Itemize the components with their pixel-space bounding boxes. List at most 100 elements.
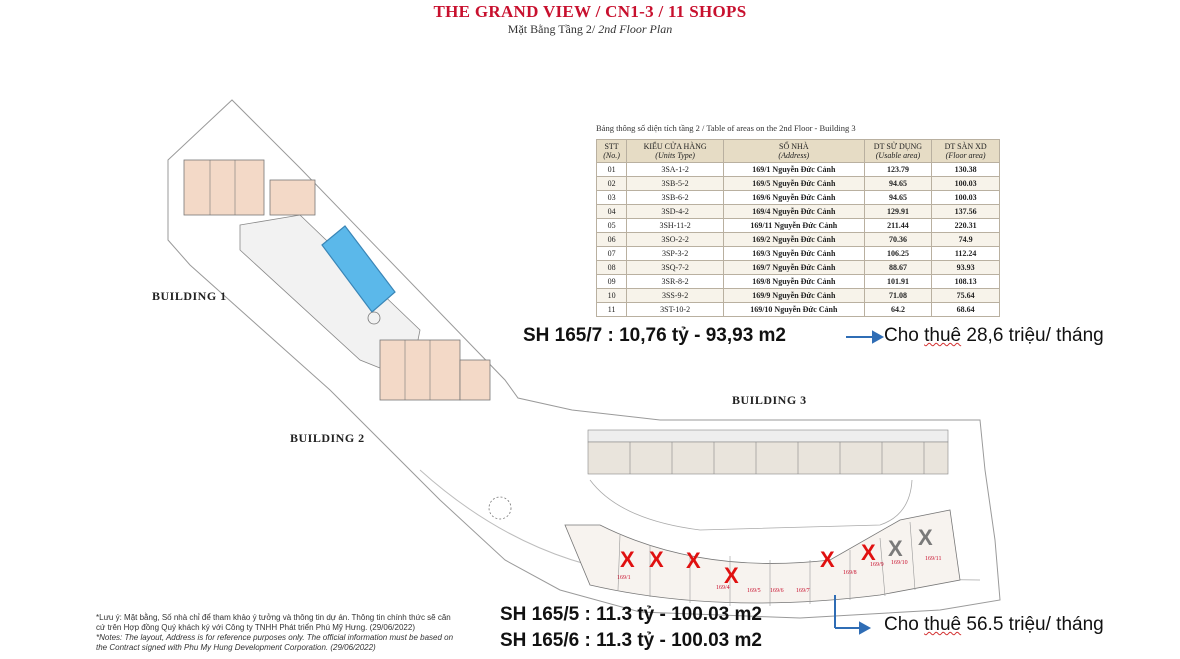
cell-usable: 123.79 [863,162,933,177]
sold-mark: X [620,547,635,572]
col-type: KIỂU CỬA HÀNG(Units Type) [626,139,725,163]
cell-floor: 74.9 [931,232,1000,247]
rent-note-28-6: Cho thuê 28,6 triệu/ tháng [884,325,1104,346]
cell-floor: 137.56 [931,204,1000,219]
cell-address: 169/6 Nguyễn Đức Cảnh [723,190,865,205]
roundabout [488,496,512,520]
cell-no: 06 [595,232,628,247]
cell-address: 169/2 Nguyễn Đức Cảnh [723,232,865,247]
col-usable: DT SỬ DỤNG(Usable area) [863,139,933,163]
cell-floor: 108.13 [931,274,1000,289]
page-title: THE GRAND VIEW / CN1-3 / 11 SHOPS [433,2,747,21]
sold-mark: X [861,540,876,565]
cell-floor: 100.03 [931,176,1000,191]
cell-type: 3SD-4-2 [626,204,725,219]
cell-no: 03 [595,190,628,205]
cell-address: 169/4 Nguyễn Đức Cảnh [723,204,865,219]
sold-mark: X [686,548,701,573]
cell-usable: 101.91 [863,274,933,289]
cell-type: 3SP-3-2 [626,246,725,261]
shop-label: 169/5 [747,588,761,594]
shop-label: 169/4 [716,585,730,591]
cell-floor: 130.38 [931,162,1000,177]
sold-mark: X [820,547,835,572]
swimming-pool [321,225,396,313]
cell-type: 3SQ-7-2 [626,260,725,275]
cell-address: 169/1 Nguyễn Đức Cảnh [723,162,865,177]
cell-no: 04 [595,204,628,219]
cell-usable: 64.2 [863,302,933,317]
cell-address: 169/9 Nguyễn Đức Cảnh [723,288,865,303]
unavailable-mark: X [888,536,903,561]
col-no: STT(No.) [595,139,628,163]
shop-label: 169/6 [770,588,784,594]
cell-floor: 220.31 [931,218,1000,233]
building3-shop-row [564,509,961,604]
cell-usable: 88.67 [863,260,933,275]
price-note-169-6: SH 165/6 : 11.3 tỷ - 100.03 m2 [500,630,762,651]
disclaimer-en: *Notes: The layout, Address is for refer… [96,633,454,652]
table-caption: Bảng thông số diện tích tầng 2 / Table o… [596,123,856,133]
page-subtitle: Mặt Bằng Tầng 2/ 2nd Floor Plan [0,22,1180,37]
sold-mark: X [649,547,664,572]
price-arrow-top [846,330,885,344]
cell-usable: 70.36 [863,232,933,247]
cell-floor: 75.64 [931,288,1000,303]
building3-roof-row [587,429,949,443]
disclaimer-vi: *Lưu ý: Mặt bằng, Số nhà chỉ để tham khả… [96,613,451,632]
site-boundary [167,99,1001,619]
apartment-block-2 [269,179,316,216]
cell-type: 3SB-5-2 [626,176,725,191]
col-floor: DT SÀN XD(Floor area) [931,139,1000,163]
col-address: SỐ NHÀ(Address) [723,139,865,163]
cell-type: 3SB-6-2 [626,190,725,205]
cell-address: 169/11 Nguyễn Đức Cảnh [723,218,865,233]
subtitle-vi: Mặt Bằng Tầng 2/ [507,22,596,36]
cell-usable: 129.91 [863,204,933,219]
apartment-block-3 [379,339,461,401]
apartment-block-1 [183,159,265,216]
cell-address: 169/10 Nguyễn Đức Cảnh [723,302,865,317]
cell-floor: 100.03 [931,190,1000,205]
cell-type: 3SO-2-2 [626,232,725,247]
shop-label: 169/8 [843,570,857,576]
rent-note-56-5: Cho thuê 56.5 triệu/ tháng [884,614,1104,635]
unavailable-mark: X [918,525,933,550]
cell-address: 169/7 Nguyễn Đức Cảnh [723,260,865,275]
area-table: STT(No.) KIỂU CỬA HÀNG(Units Type) SỐ NH… [595,139,1000,317]
price-note-169-5: SH 165/5 : 11.3 tỷ - 100.03 m2 [500,604,762,625]
cell-no: 09 [595,274,628,289]
cell-no: 10 [595,288,628,303]
cell-usable: 94.65 [863,176,933,191]
cell-address: 169/8 Nguyễn Đức Cảnh [723,274,865,289]
sold-mark: X [724,563,739,588]
cell-no: 05 [595,218,628,233]
cell-usable: 94.65 [863,190,933,205]
cell-address: 169/3 Nguyễn Đức Cảnh [723,246,865,261]
subtitle-en: 2nd Floor Plan [598,22,673,36]
cell-floor: 68.64 [931,302,1000,317]
cell-type: 3ST-10-2 [626,302,725,317]
label-building-3: BUILDING 3 [732,393,807,407]
label-building-2: BUILDING 2 [290,431,365,445]
label-building-1: BUILDING 1 [152,289,227,303]
disclaimer: *Lưu ý: Mặt bằng, Số nhà chỉ để tham khả… [96,613,456,653]
cell-no: 08 [595,260,628,275]
cell-no: 02 [595,176,628,191]
cell-type: 3SS-9-2 [626,288,725,303]
cell-floor: 93.93 [931,260,1000,275]
cell-usable: 71.08 [863,288,933,303]
price-note-169-7: SH 165/7 : 10,76 tỷ - 93,93 m2 [523,325,786,346]
cell-usable: 106.25 [863,246,933,261]
cell-floor: 112.24 [931,246,1000,261]
shop-label: 169/7 [796,588,810,594]
cell-usable: 211.44 [863,218,933,233]
